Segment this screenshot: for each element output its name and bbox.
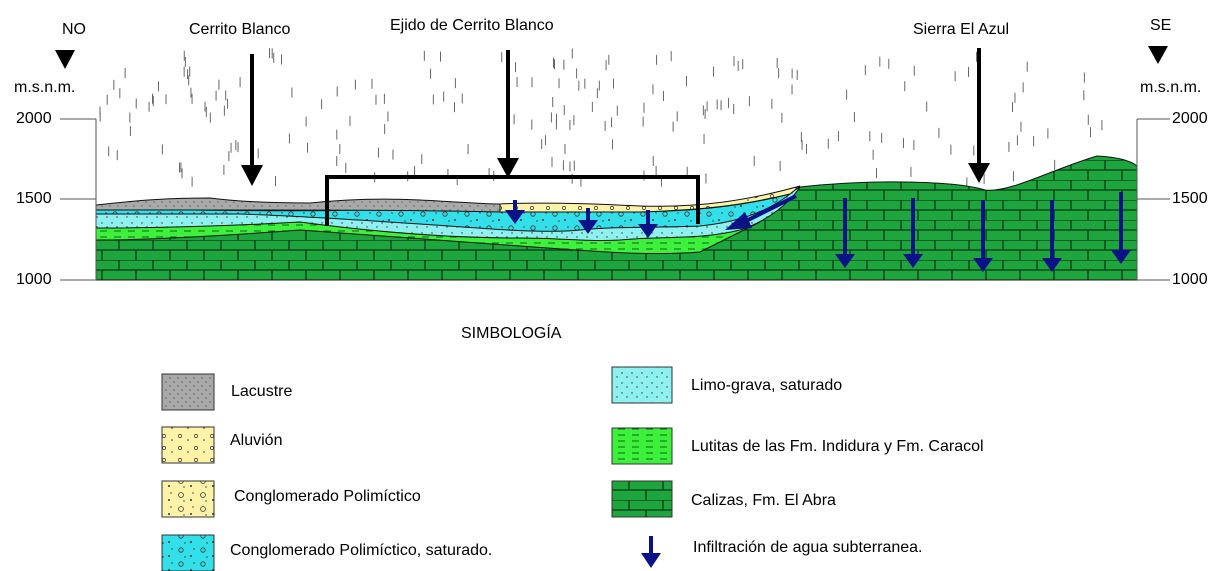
elevation-2000-left: 2000: [16, 110, 52, 127]
infiltration-arrowhead-icon: [835, 254, 855, 268]
infiltration-arrowhead-icon: [578, 220, 598, 234]
legend-swatch-lacustre: [161, 373, 215, 411]
aluvion-layer: [499, 185, 801, 213]
legend-swatch-lutitas: [611, 427, 673, 465]
orientation-right-label: SE: [1150, 17, 1172, 34]
legend-swatch-conglomerado-saturado: [161, 534, 215, 571]
place-cerrito-blanco: Cerrito Blanco: [189, 21, 291, 38]
legend-label-conglomerado-saturado: Conglomerado Polimíctico, saturado.: [230, 542, 493, 559]
infiltration-arrows: [505, 192, 1131, 272]
infiltration-arrowhead-icon: [505, 210, 525, 224]
place-ejido: Ejido de Cerrito Blanco: [390, 17, 554, 34]
legend-label-calizas: Calizas, Fm. El Abra: [691, 492, 836, 509]
legend-label-lutitas: Lutitas de las Fm. Indidura y Fm. Caraco…: [691, 438, 984, 455]
infiltration-arrowhead-icon: [1042, 258, 1062, 272]
infiltration-arrowhead-icon: [725, 212, 752, 230]
legend-swatches: [161, 366, 673, 571]
legend-label-conglomerado: Conglomerado Polimíctico: [234, 488, 421, 505]
infiltration-arrowhead-icon: [973, 258, 993, 272]
legend-swatch-calizas: [611, 480, 673, 518]
sierra-arrowhead-icon: [968, 163, 990, 183]
infiltration-arrow-diagonal: [743, 194, 797, 224]
legend-infiltration-icon: [641, 536, 661, 568]
elevation-1000-left: 1000: [16, 271, 52, 288]
elevation-2000-right: 2000: [1172, 110, 1208, 127]
south-east-marker-icon: [1148, 46, 1168, 64]
lacustre-layer: [95, 197, 501, 213]
elevation-1500-right: 1500: [1172, 190, 1208, 207]
legend-label-infiltracion: Infiltración de agua subterranea.: [693, 539, 923, 556]
rain-marks: [99, 48, 1103, 188]
place-arrowheads: [241, 158, 990, 186]
legend-swatch-aluvion: [161, 426, 215, 464]
units-right-label: m.s.n.m.: [1140, 79, 1202, 96]
elevation-1500-left: 1500: [16, 190, 52, 207]
legend-title: SIMBOLOGÍA: [461, 325, 562, 342]
north-west-marker-icon: [55, 50, 75, 69]
infiltration-arrowhead-icon: [1111, 250, 1131, 264]
cerrito-blanco-arrowhead-icon: [241, 165, 263, 186]
place-sierra: Sierra El Azul: [913, 21, 1010, 38]
ejido-bracket: [325, 175, 700, 226]
legend-label-lacustre: Lacustre: [231, 383, 293, 400]
elevation-1000-right: 1000: [1172, 271, 1208, 288]
legend-label-aluvion: Aluvión: [230, 432, 283, 449]
legend-swatch-conglomerado: [161, 480, 215, 518]
place-arrows: [250, 48, 981, 168]
orientation-left-label: NO: [62, 21, 86, 38]
units-left-label: m.s.n.m.: [14, 79, 76, 96]
axis-frame: [60, 118, 1170, 281]
infiltration-arrowhead-icon: [638, 224, 658, 238]
legend-swatch-limo: [611, 366, 673, 404]
infiltration-arrowhead-icon: [903, 254, 923, 268]
legend-label-limo: Limo-grava, saturado: [691, 377, 843, 394]
ejido-arrowhead-icon: [497, 158, 519, 178]
